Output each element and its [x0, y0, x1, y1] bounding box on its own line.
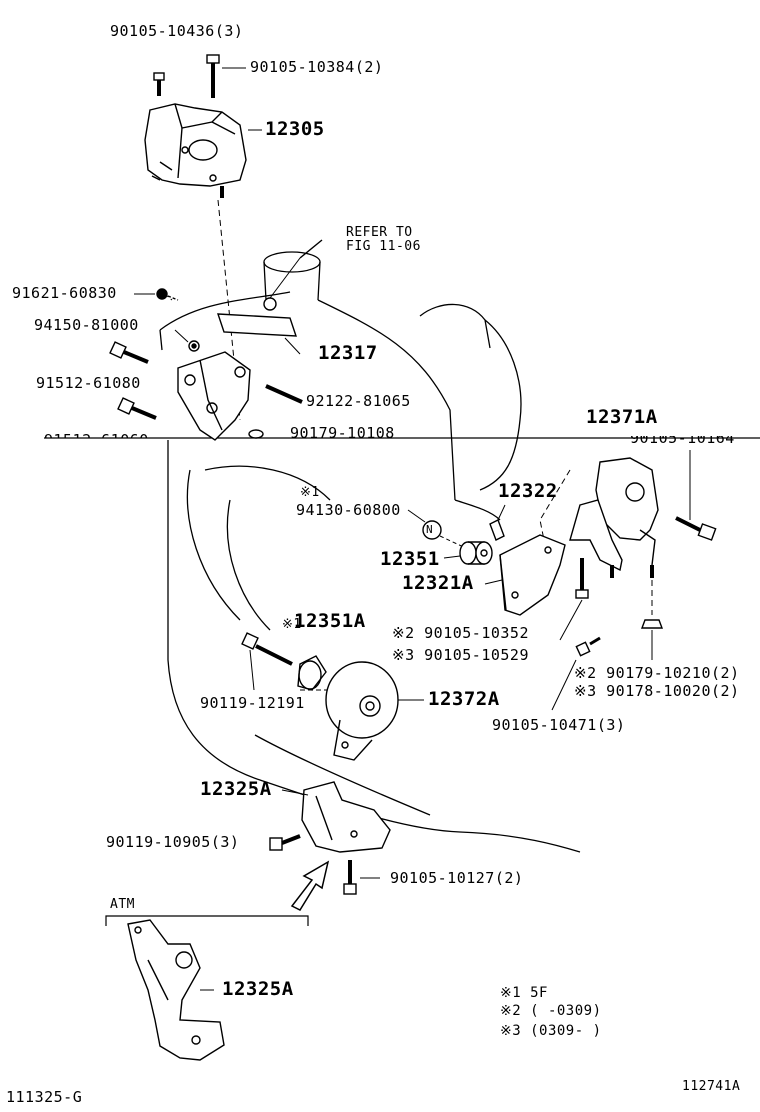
bolt-90105-10127-icon	[343, 860, 357, 895]
label-refer-to: REFER TO	[346, 225, 413, 240]
nut-90179-10210-icon	[640, 619, 664, 629]
note-3: ※3 (0309- )	[500, 1023, 602, 1039]
label-94130-60800: 94130-60800	[296, 501, 401, 519]
bolt-90105-10352-icon	[575, 558, 589, 599]
label-12325A-bottom: 12325A	[222, 978, 294, 1000]
note-1: ※1 5F	[500, 985, 548, 1001]
bracket-12321A-icon	[499, 534, 566, 616]
label-12325A-top: 12325A	[200, 778, 272, 800]
label-90105-10529: ※3 90105-10529	[392, 646, 529, 664]
label-90105-10164: 90105-10164	[630, 436, 735, 447]
label-91621-60830: 91621-60830	[12, 284, 117, 302]
nut-94130-60800-icon	[422, 520, 442, 540]
label-fig-11-06: FIG 11-06	[346, 239, 421, 254]
clip-12322-icon	[489, 519, 505, 541]
label-90105-10384: 90105-10384(2)	[250, 58, 384, 76]
label-12322: 12322	[498, 480, 558, 502]
bolt-91512-61080-icon	[109, 341, 149, 364]
label-12351: 12351	[380, 548, 440, 570]
bolt-91512-61060-icon	[117, 397, 157, 420]
label-12305: 12305	[265, 118, 325, 140]
nut-90179-10108-icon	[248, 429, 264, 439]
label-12351A: 12351A	[294, 610, 366, 632]
bolt-90119-12191-icon	[241, 632, 293, 666]
bushing-12351A-icon	[297, 655, 327, 691]
label-nut-n: N	[426, 523, 434, 536]
arrow-icon	[290, 860, 330, 911]
mount-12371A-icon	[569, 457, 659, 578]
nut-94150-81000-icon	[188, 340, 200, 352]
bracket-12325A-atm-icon	[127, 919, 225, 1061]
bolt-91621-60830-icon	[156, 288, 179, 301]
label-91512-61080: 91512-61080	[36, 374, 141, 392]
label-90119-12191: 90119-12191	[200, 694, 305, 712]
bolt-90105-10164-icon	[675, 516, 717, 541]
label-90119-10905: 90119-10905(3)	[106, 833, 240, 851]
figure-code-right: 112741A	[682, 1079, 741, 1094]
bushing-12351-icon	[459, 541, 493, 565]
label-91512-61060-clip: 91512-61060	[44, 432, 174, 439]
label-90105-10471: 90105-10471(3)	[492, 716, 626, 734]
label-12317: 12317	[318, 342, 378, 364]
label-90179-10108: 90179-10108	[290, 424, 395, 442]
label-mark1-b: ※1	[282, 617, 302, 632]
bolt-90105-10384-icon	[206, 54, 220, 98]
bolt-90105-10471-icon	[575, 636, 601, 657]
label-90105-10127: 90105-10127(2)	[390, 869, 524, 887]
label-90178-10020: ※3 90178-10020(2)	[574, 682, 740, 700]
bracket-12325A-icon	[301, 781, 391, 853]
label-12372A: 12372A	[428, 688, 500, 710]
label-mark1-a: ※1	[300, 485, 320, 500]
bracket-left-icon	[177, 351, 251, 441]
label-12321A: 12321A	[402, 572, 474, 594]
label-90179-10210: ※2 90179-10210(2)	[574, 664, 740, 682]
label-90105-10436: 90105-10436(3)	[110, 22, 244, 40]
label-atm: ATM	[110, 897, 135, 912]
label-90105-10164-clip: 90105-10164	[630, 436, 760, 452]
note-2: ※2 ( -0309)	[500, 1003, 602, 1019]
figure-code-left: 111325-G	[6, 1088, 83, 1106]
label-91512-61060: 91512-61060	[44, 433, 149, 439]
label-12371A: 12371A	[586, 406, 658, 428]
bolt-90105-10436-icon	[153, 72, 165, 96]
label-90105-10352: ※2 90105-10352	[392, 624, 529, 642]
label-94150-81000: 94150-81000	[34, 316, 139, 334]
mount-12372A-icon	[325, 661, 399, 761]
stud-92122-81065-icon	[265, 384, 303, 404]
label-92122-81065: 92122-81065	[306, 392, 411, 410]
bracket-12317-icon	[217, 239, 323, 337]
engine-mount-12305-icon	[144, 103, 247, 198]
bolt-90119-10905-icon	[269, 834, 301, 851]
